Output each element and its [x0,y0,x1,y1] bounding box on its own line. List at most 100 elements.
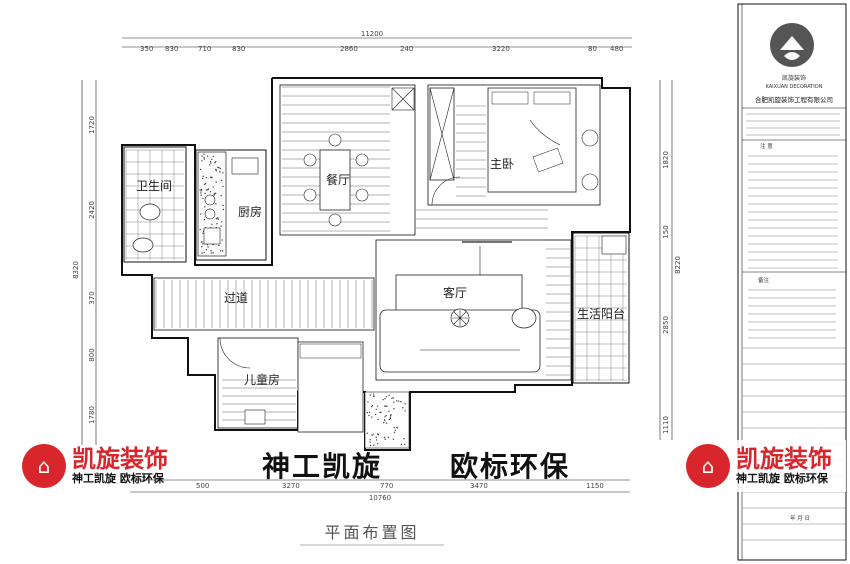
texture-dot [202,232,204,235]
texture-dot [209,160,212,163]
texture-dot [201,160,203,162]
door-swing [431,176,461,206]
dim-left-1: 1720 [88,116,96,134]
texture-dot [219,250,222,252]
hallway: 过道 [153,277,375,331]
dining-area: 餐厅 [279,84,416,236]
room-label-utility-balcony: 生活阳台 [577,306,625,321]
texture-dot [375,408,377,411]
dim-top-9: 480 [610,45,623,53]
dim-total-top: 11200 [361,30,383,38]
texture-dot [388,410,390,412]
texture-dot [218,244,220,247]
brand-logo-icon: ⌂ [686,444,730,488]
texture-dot [375,436,377,438]
company-name: 合肥凯旋装饰工程有限公司 [755,95,833,104]
texture-dot [388,394,390,396]
texture-dot [382,398,384,401]
texture-dot [371,416,373,418]
dim-left-5: 1780 [88,406,96,424]
texture-dot [219,171,221,173]
sink [203,227,221,245]
toilet [139,203,161,221]
texture-dot [203,153,205,155]
texture-dot [222,208,225,211]
texture-dot [386,405,388,407]
texture-dot [215,181,217,183]
texture-dot [202,177,204,180]
texture-dot [203,183,206,186]
texture-dot [220,179,223,182]
texture-dot [368,414,370,417]
texture-dot [217,218,219,220]
slogan-left: 神工凯旋 [262,450,383,483]
kids-room: 儿童房 [217,337,410,449]
texture-dot [216,223,218,225]
texture-dot [402,407,404,409]
dim-right-2: 150 [662,225,670,238]
brand-banner-left: ⌂ 凯旋装饰 神工凯旋 欧标环保 [22,440,192,492]
texture-dot [220,194,222,197]
texture-dot [217,166,219,168]
texture-dot [374,413,377,416]
texture-dot [389,417,392,420]
bottom-dimensions: 500 3270 770 3470 1150 10760 [130,479,630,502]
texture-dot [376,443,379,445]
texture-dot [390,414,392,416]
texture-dot [369,439,371,441]
texture-dot [393,426,395,429]
texture-dot [200,190,202,192]
texture-dot [210,250,212,252]
texture-dot [384,397,386,400]
texture-dot [377,418,379,421]
texture-dot [400,443,403,446]
texture-dot [388,418,391,421]
logo-cn: 凯旋装饰 [782,74,806,82]
texture-dot [368,411,371,414]
texture-dot [384,416,386,418]
dim-bottom-2: 3270 [282,482,300,490]
texture-dot [387,436,390,438]
texture-dot [203,251,205,254]
dim-right-4: 1110 [662,416,670,434]
room-label-kitchen: 厨房 [238,204,262,219]
room-label-hallway: 过道 [224,291,248,305]
bedside-lamp [581,129,599,147]
texture-dot [215,160,217,163]
kitchen: 厨房 [195,149,267,261]
bedside-lamp [581,173,599,191]
texture-dot [397,400,400,402]
bed [487,87,577,193]
texture-dot [201,252,203,254]
texture-dot [203,158,205,160]
slogan-right: 欧标环保 [450,450,571,483]
date-label: 年 月 日 [790,514,810,522]
dim-bottom-3: 770 [380,482,393,490]
left-dimensions: 8320 1720 2420 370 800 1780 [72,80,97,445]
texture-dot [392,397,394,399]
room-label-bathroom: 卫生间 [136,179,172,193]
texture-dot [201,155,203,157]
texture-dot [203,157,205,159]
texture-dot [393,431,396,434]
dim-left-4: 800 [88,348,96,361]
texture-dot [202,175,204,178]
dim-top-3: 710 [198,45,211,53]
texture-dot [204,182,207,185]
texture-dot [214,192,217,194]
texture-dot [205,176,208,179]
chair [328,133,342,147]
texture-dot [218,166,220,169]
dim-top-8: 80 [588,45,597,53]
texture-dot [212,252,214,254]
texture-dot [367,401,369,403]
texture-dot [404,410,406,412]
washbasin [132,237,154,253]
texture-dot [209,191,212,193]
notes-label: 注 意 [760,142,773,150]
texture-dot [380,411,382,413]
dim-bottom-1: 500 [196,482,209,490]
texture-dot [222,204,224,207]
texture-dot [379,411,381,414]
